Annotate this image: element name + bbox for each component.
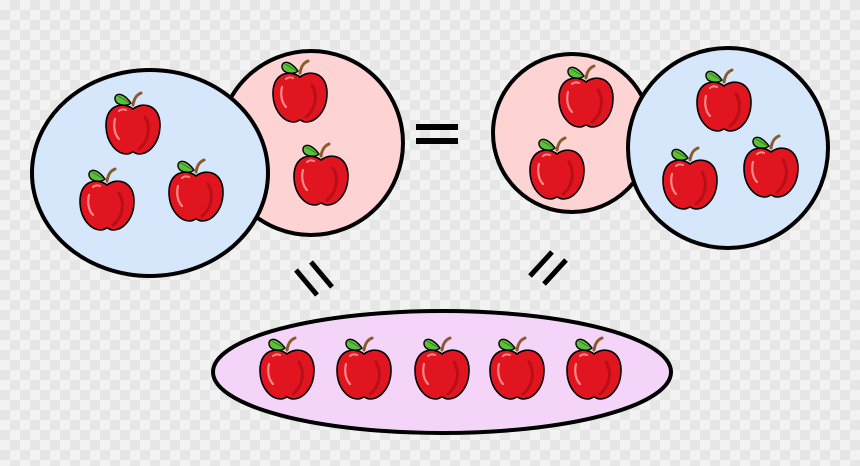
- bottom-total-group: [211, 309, 673, 435]
- equals-sign-icon: [294, 260, 334, 297]
- right-blue-group: [626, 46, 830, 250]
- equals-sign-icon: [416, 124, 458, 144]
- equals-sign-icon: [528, 250, 568, 286]
- left-blue-group: [30, 68, 270, 278]
